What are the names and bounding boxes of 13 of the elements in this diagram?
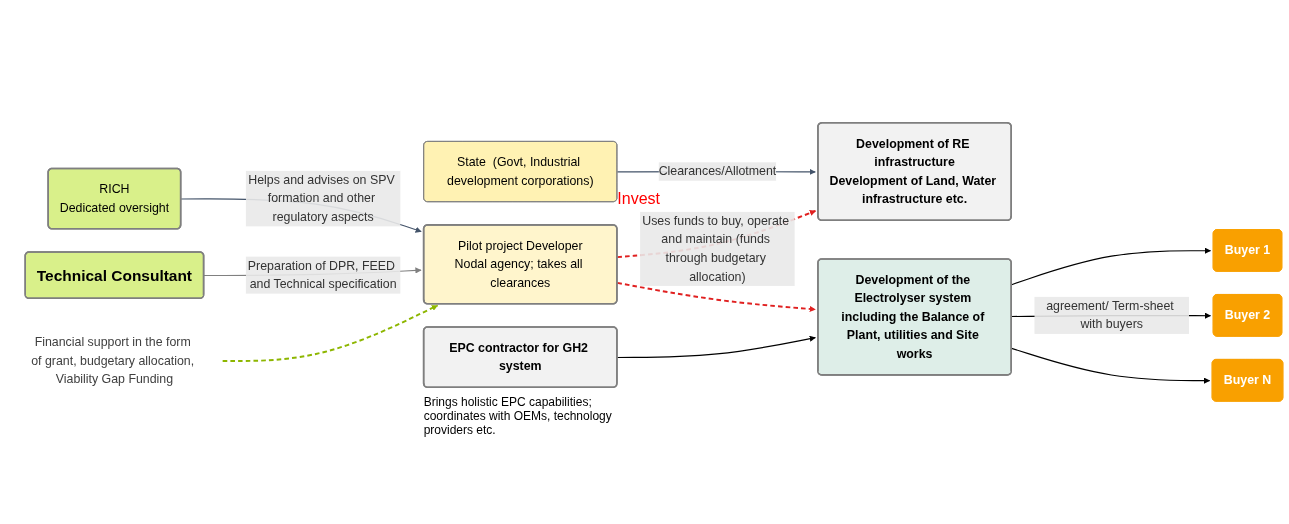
edge-label: Helps and advises on SPV formation and other regulatory aspects [248, 173, 395, 224]
node-text: Financial support in the form of grant, budgetary allocation, Viability Gap Funding [31, 335, 195, 386]
note-text: Invest [617, 189, 660, 208]
edge-label: agreement/ Term-sheet with buyers [1046, 299, 1174, 331]
arrow [221, 304, 439, 362]
arrow [1011, 247, 1212, 286]
arrow [616, 281, 817, 313]
edge-label: Preparation of DPR, FEED and Technical specification [247, 258, 397, 291]
arrow [616, 335, 816, 359]
edge-label: Uses funds to buy, operate and maintain (funds through budgetary allocation) [642, 214, 790, 283]
note-text: Brings holistic EPC capabilities; coordinates with OEMs, technology providers etc. [423, 395, 613, 438]
edge-label: Clearances/Allotment [658, 164, 777, 178]
arrow [1011, 347, 1211, 384]
